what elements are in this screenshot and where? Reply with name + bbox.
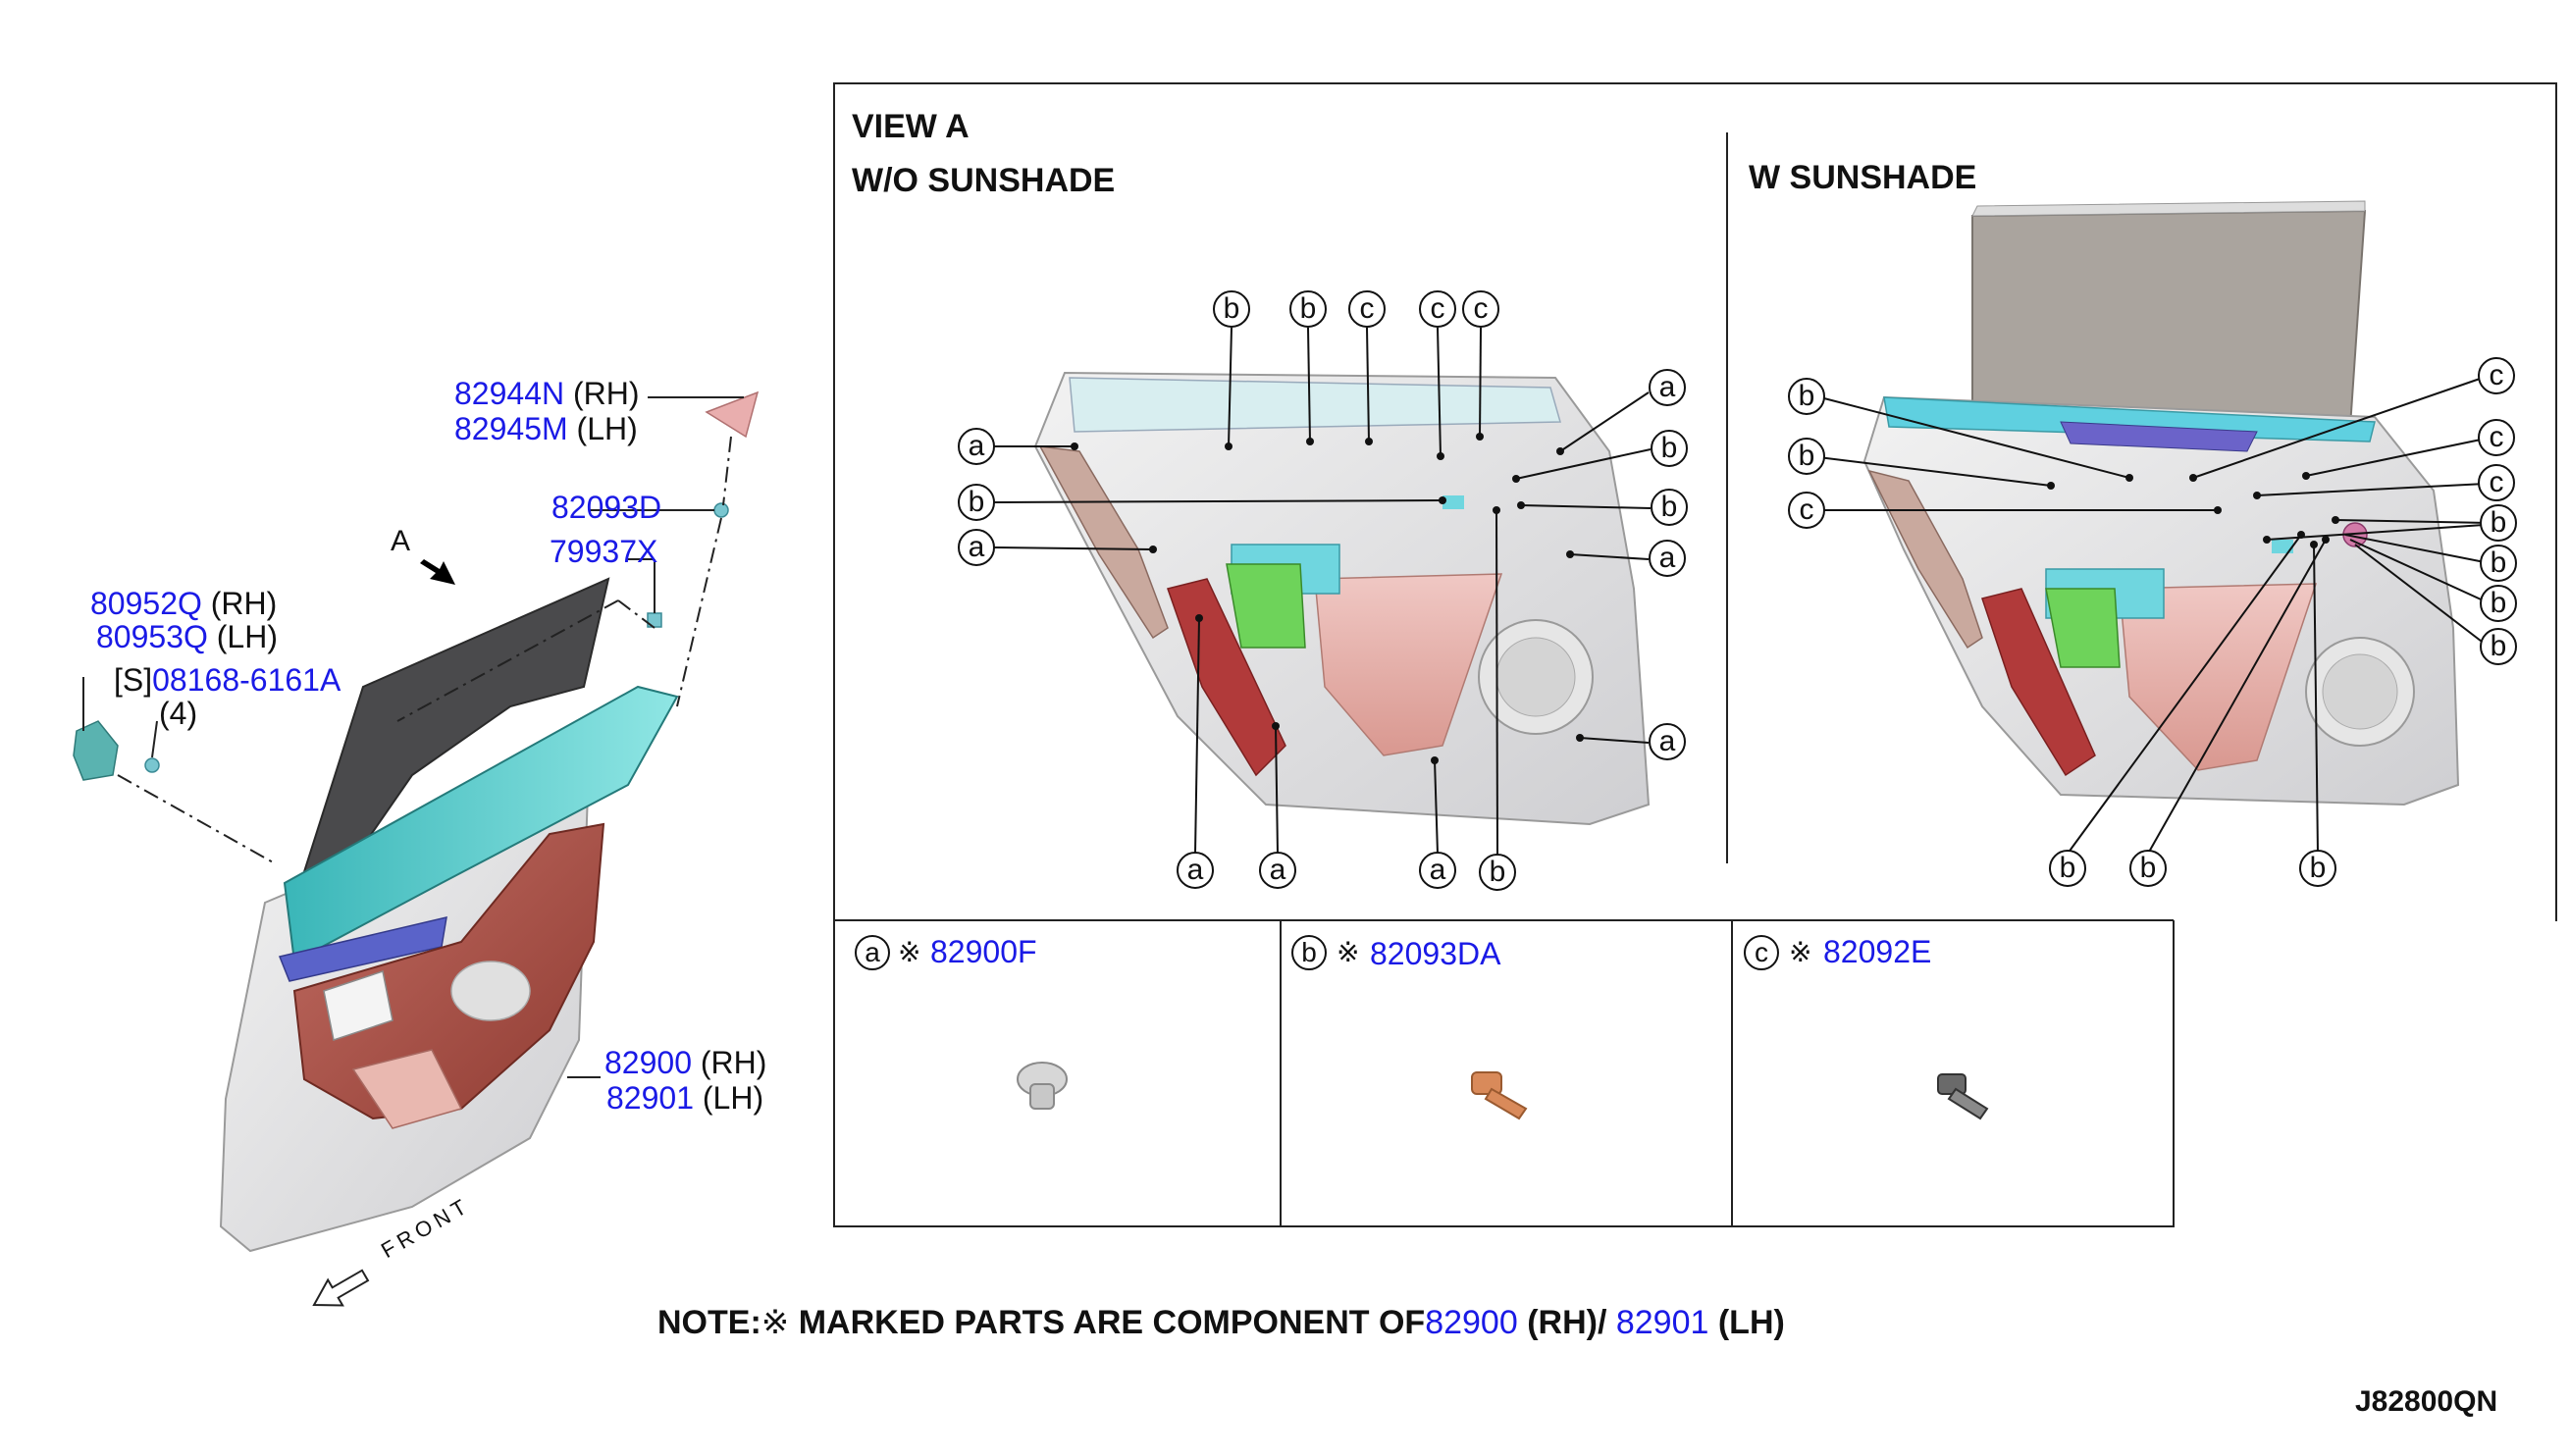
door-pocket <box>351 1049 463 1129</box>
bracket-80952Q <box>73 720 119 781</box>
callout-c[interactable]: c <box>2478 419 2515 456</box>
note-text: MARKED PARTS ARE COMPONENT OF <box>798 1304 1426 1341</box>
legend-part-82900F[interactable]: 82900F <box>930 934 1037 969</box>
part-number[interactable]: 82901 <box>606 1080 694 1116</box>
callout-a[interactable]: a <box>958 428 995 465</box>
callout-b[interactable]: b <box>2480 585 2517 622</box>
part-label-80953Q: 80953Q (LH) <box>96 620 278 653</box>
without-sunshade-title: W/O SUNSHADE <box>852 162 1116 199</box>
callout-b[interactable]: b <box>2480 545 2517 582</box>
callout-a[interactable]: a <box>1649 723 1686 760</box>
speaker-area <box>450 961 531 1021</box>
part-label-80952Q: 80952Q (RH) <box>90 587 277 620</box>
callout-b[interactable]: b <box>2299 850 2336 887</box>
callout-c[interactable]: c <box>1788 492 1825 529</box>
note-lh: (LH) <box>1717 1304 1785 1341</box>
side-label: (RH) <box>210 586 278 621</box>
callout-b[interactable]: b <box>1788 378 1825 415</box>
callout-a[interactable]: a <box>1259 852 1296 889</box>
note-part-82900[interactable]: 82900 <box>1425 1304 1518 1341</box>
part-number[interactable]: 80952Q <box>90 586 202 621</box>
callout-a[interactable]: a <box>958 529 995 566</box>
note-part-82901[interactable]: 82901 <box>1615 1304 1709 1341</box>
corner-finisher <box>705 390 760 439</box>
part-label-82093D[interactable]: 82093D <box>551 490 662 525</box>
callout-c[interactable]: c <box>2478 464 2515 501</box>
legend-part-82092E[interactable]: 82092E <box>1823 934 1932 969</box>
note-prefix: NOTE: <box>657 1304 761 1341</box>
callout-b[interactable]: b <box>1213 290 1250 328</box>
part-label-82900: 82900 (RH) <box>604 1046 766 1079</box>
fastener-82093DA-icon <box>1471 1071 1528 1120</box>
fastener-82900F-icon <box>1017 1062 1068 1110</box>
with-sunshade-title: W SUNSHADE <box>1749 159 1977 196</box>
part-label-82944N: 82944N (RH) <box>454 377 640 410</box>
screw-08168 <box>144 757 160 773</box>
side-label: (LH) <box>216 619 278 654</box>
callout-a[interactable]: a <box>1649 369 1686 406</box>
front-arrow <box>312 1269 370 1307</box>
clip-82093D <box>713 502 729 518</box>
fastener-82092E-icon <box>1937 1073 1989 1120</box>
diagram-id: J82800QN <box>2355 1385 2498 1418</box>
callout-b[interactable]: b <box>2049 850 2086 887</box>
legend-letter-c: c <box>1744 935 1779 970</box>
view-a-leaders <box>993 327 2491 855</box>
callout-b[interactable]: b <box>2480 504 2517 542</box>
part-label-79937X[interactable]: 79937X <box>550 534 658 569</box>
callout-b[interactable]: b <box>1651 430 1688 467</box>
callout-b[interactable]: b <box>1479 854 1516 891</box>
callout-a[interactable]: a <box>1649 540 1686 577</box>
callout-a[interactable]: a <box>1177 852 1214 889</box>
door-view-left <box>1033 371 1651 826</box>
part-label-82901: 82901 (LH) <box>606 1081 763 1115</box>
view-a-arrow <box>420 559 455 585</box>
part-label-82945M: 82945M (LH) <box>454 412 638 445</box>
note-rh: (RH) <box>1527 1304 1598 1341</box>
main-exploded-view <box>73 390 760 1307</box>
supply-prefix: [S] <box>114 662 153 698</box>
note-mark: ※ <box>761 1304 790 1341</box>
door-view-right <box>1862 200 2460 806</box>
callout-b[interactable]: b <box>2129 850 2167 887</box>
callout-b[interactable]: b <box>1651 489 1688 526</box>
legend-part-82093DA[interactable]: 82093DA <box>1370 936 1501 971</box>
side-label: (RH) <box>572 376 640 411</box>
view-a-title: VIEW A <box>852 108 970 145</box>
part-number[interactable]: 82900 <box>604 1045 692 1080</box>
callout-b[interactable]: b <box>1788 438 1825 475</box>
leader-dots <box>1071 433 2339 764</box>
callout-b[interactable]: b <box>958 484 995 521</box>
part-number[interactable]: 08168-6161A <box>152 662 341 698</box>
armrest-trim <box>292 822 605 1120</box>
view-a-arrow-label: A <box>391 525 411 557</box>
callout-b[interactable]: b <box>2480 628 2517 665</box>
note-slash: / <box>1597 1304 1607 1341</box>
side-label: (LH) <box>576 411 638 446</box>
quantity-label: (4) <box>159 696 198 731</box>
side-label: (LH) <box>702 1080 764 1116</box>
component-mark: ※ <box>1789 937 1812 967</box>
component-mark: ※ <box>1337 937 1360 967</box>
legend-letter-b: b <box>1291 935 1327 970</box>
legend-letter-a: a <box>855 935 890 970</box>
callout-c[interactable]: c <box>1348 290 1386 328</box>
view-a-frame <box>833 82 2557 1227</box>
part-number[interactable]: 80953Q <box>96 619 208 654</box>
callout-b[interactable]: b <box>1289 290 1327 328</box>
component-mark: ※ <box>898 937 921 967</box>
part-number[interactable]: 82945M <box>454 411 568 446</box>
component-note: NOTE:※ MARKED PARTS ARE COMPONENT OF8290… <box>657 1303 1785 1342</box>
handle-opening <box>323 970 393 1041</box>
part-number[interactable]: 82944N <box>454 376 565 411</box>
side-label: (RH) <box>700 1045 767 1080</box>
callout-a[interactable]: a <box>1419 852 1456 889</box>
callout-c[interactable]: c <box>2478 357 2515 394</box>
callout-c[interactable]: c <box>1462 290 1499 328</box>
callout-c[interactable]: c <box>1419 290 1456 328</box>
part-label-08168-6161A: [S]08168-6161A <box>114 663 341 697</box>
